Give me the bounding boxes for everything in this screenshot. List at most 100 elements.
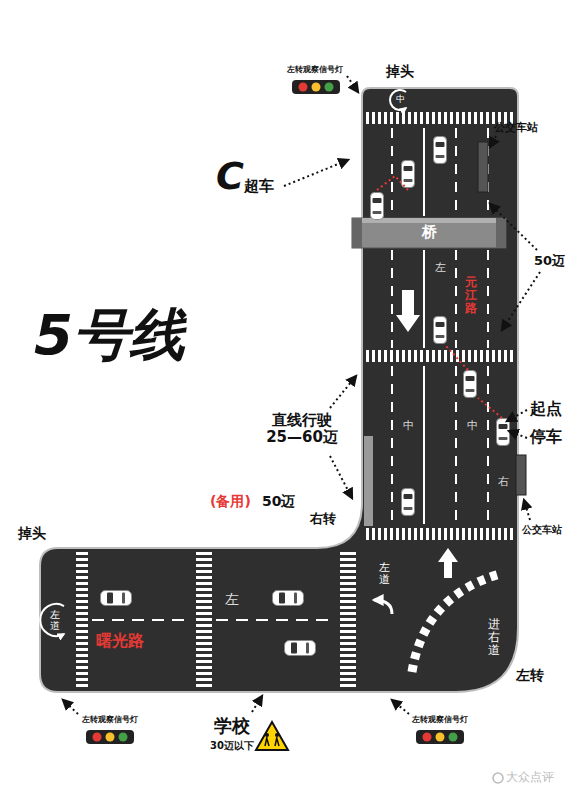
bus-stop [478, 142, 488, 192]
lane-mark: 左 [225, 592, 239, 607]
start-path [446, 346, 468, 370]
crosswalk [196, 552, 212, 688]
light-box [86, 730, 134, 744]
light-box [416, 730, 464, 744]
leader-line [502, 272, 540, 330]
cars [101, 137, 510, 656]
school-sign [256, 722, 288, 750]
bridge-end [352, 218, 362, 248]
leader-line [330, 456, 352, 498]
speed-limit-label: 30迈以下 [210, 740, 254, 751]
car [273, 591, 304, 606]
signal-label: 左转观察信号灯 [287, 66, 343, 75]
car [434, 137, 447, 164]
crosswalk [76, 552, 88, 688]
traffic-light [416, 730, 464, 744]
speed-label: 直线行驶 25—60迈 [264, 412, 340, 445]
lane-mark: 左 [435, 262, 446, 274]
red-light [299, 83, 308, 92]
yellow-light [106, 733, 115, 742]
turn-guide [412, 574, 500, 672]
crosswalk [340, 552, 356, 688]
speed-label: 50迈 [262, 494, 295, 509]
bridge-deck [352, 218, 506, 248]
route-title: 5号线 [34, 304, 185, 366]
leader-line [490, 204, 537, 250]
leader-line [490, 136, 496, 147]
turn-label: 右转 [310, 512, 336, 526]
lane-mark: 左道 [379, 562, 390, 586]
car [434, 317, 447, 344]
callout-letter: C [216, 156, 244, 198]
uturn-icon [390, 90, 406, 110]
overtake-path [377, 176, 408, 190]
lane-dash [92, 619, 336, 621]
bridge-label: 桥 [422, 224, 437, 241]
lane-mark: 中 [403, 420, 414, 432]
school-label: 学校 [214, 716, 250, 736]
uturn-icon [40, 604, 64, 636]
crosswalk [364, 528, 516, 540]
bus-stop [516, 455, 526, 495]
traffic-light [86, 730, 134, 744]
leader-line [524, 500, 530, 520]
traffic-light [292, 80, 340, 94]
turn-arrow [374, 600, 392, 614]
bridge-end [496, 218, 506, 248]
uturn-label: 掉头 [386, 64, 414, 79]
lane-arrow [438, 548, 458, 578]
spare-label: (备用) [210, 494, 251, 509]
car [371, 193, 384, 220]
watermark: 大众点评 [506, 771, 554, 784]
speed-label: 50迈 [534, 254, 565, 268]
light-box [292, 80, 340, 94]
signal-label: 左转观察信号灯 [412, 716, 468, 725]
start-label: 起点 [530, 400, 562, 418]
car [464, 371, 477, 398]
red-light [93, 733, 102, 742]
road-name: 元江路 [465, 276, 477, 316]
green-light [119, 733, 128, 742]
leader-lines [63, 76, 540, 714]
watermark-icon [493, 773, 503, 783]
leader-line [284, 160, 348, 186]
child-figure [265, 737, 279, 746]
road-name: 曙光路 [96, 632, 144, 650]
center-line [423, 128, 425, 524]
bus-stop-label: 公交车站 [522, 524, 562, 535]
curb-strip [364, 436, 373, 526]
stop-label: 停车 [530, 428, 562, 446]
car [101, 591, 132, 606]
bus-stop-label: 公交车站 [494, 122, 538, 134]
green-light [449, 733, 458, 742]
leader-line [63, 700, 78, 714]
lane-dash [392, 128, 488, 524]
red-light [423, 733, 432, 742]
yellow-light [436, 733, 445, 742]
uturn-label: 掉头 [18, 526, 46, 541]
car [402, 489, 415, 516]
signal-label: 左转观察信号灯 [82, 716, 138, 725]
leader-line [507, 410, 527, 421]
leader-line [330, 376, 356, 408]
child-figure [275, 733, 279, 737]
lane-mark: 中 [396, 95, 405, 105]
overtake-label: 超车 [244, 178, 274, 195]
car [402, 161, 415, 188]
car-path [377, 176, 502, 418]
warning-triangle [256, 722, 288, 750]
road [40, 88, 518, 692]
turn-label: 左转 [516, 668, 544, 683]
child-figure [265, 733, 269, 737]
car [497, 419, 510, 446]
leader-line [347, 76, 358, 92]
leader-line [252, 696, 262, 712]
bridge [352, 218, 506, 248]
lane-mark: 中 [467, 420, 478, 432]
lane-mark: 右 [498, 476, 509, 488]
lane-mark: 左道 [50, 609, 60, 631]
crosswalk [364, 112, 516, 124]
